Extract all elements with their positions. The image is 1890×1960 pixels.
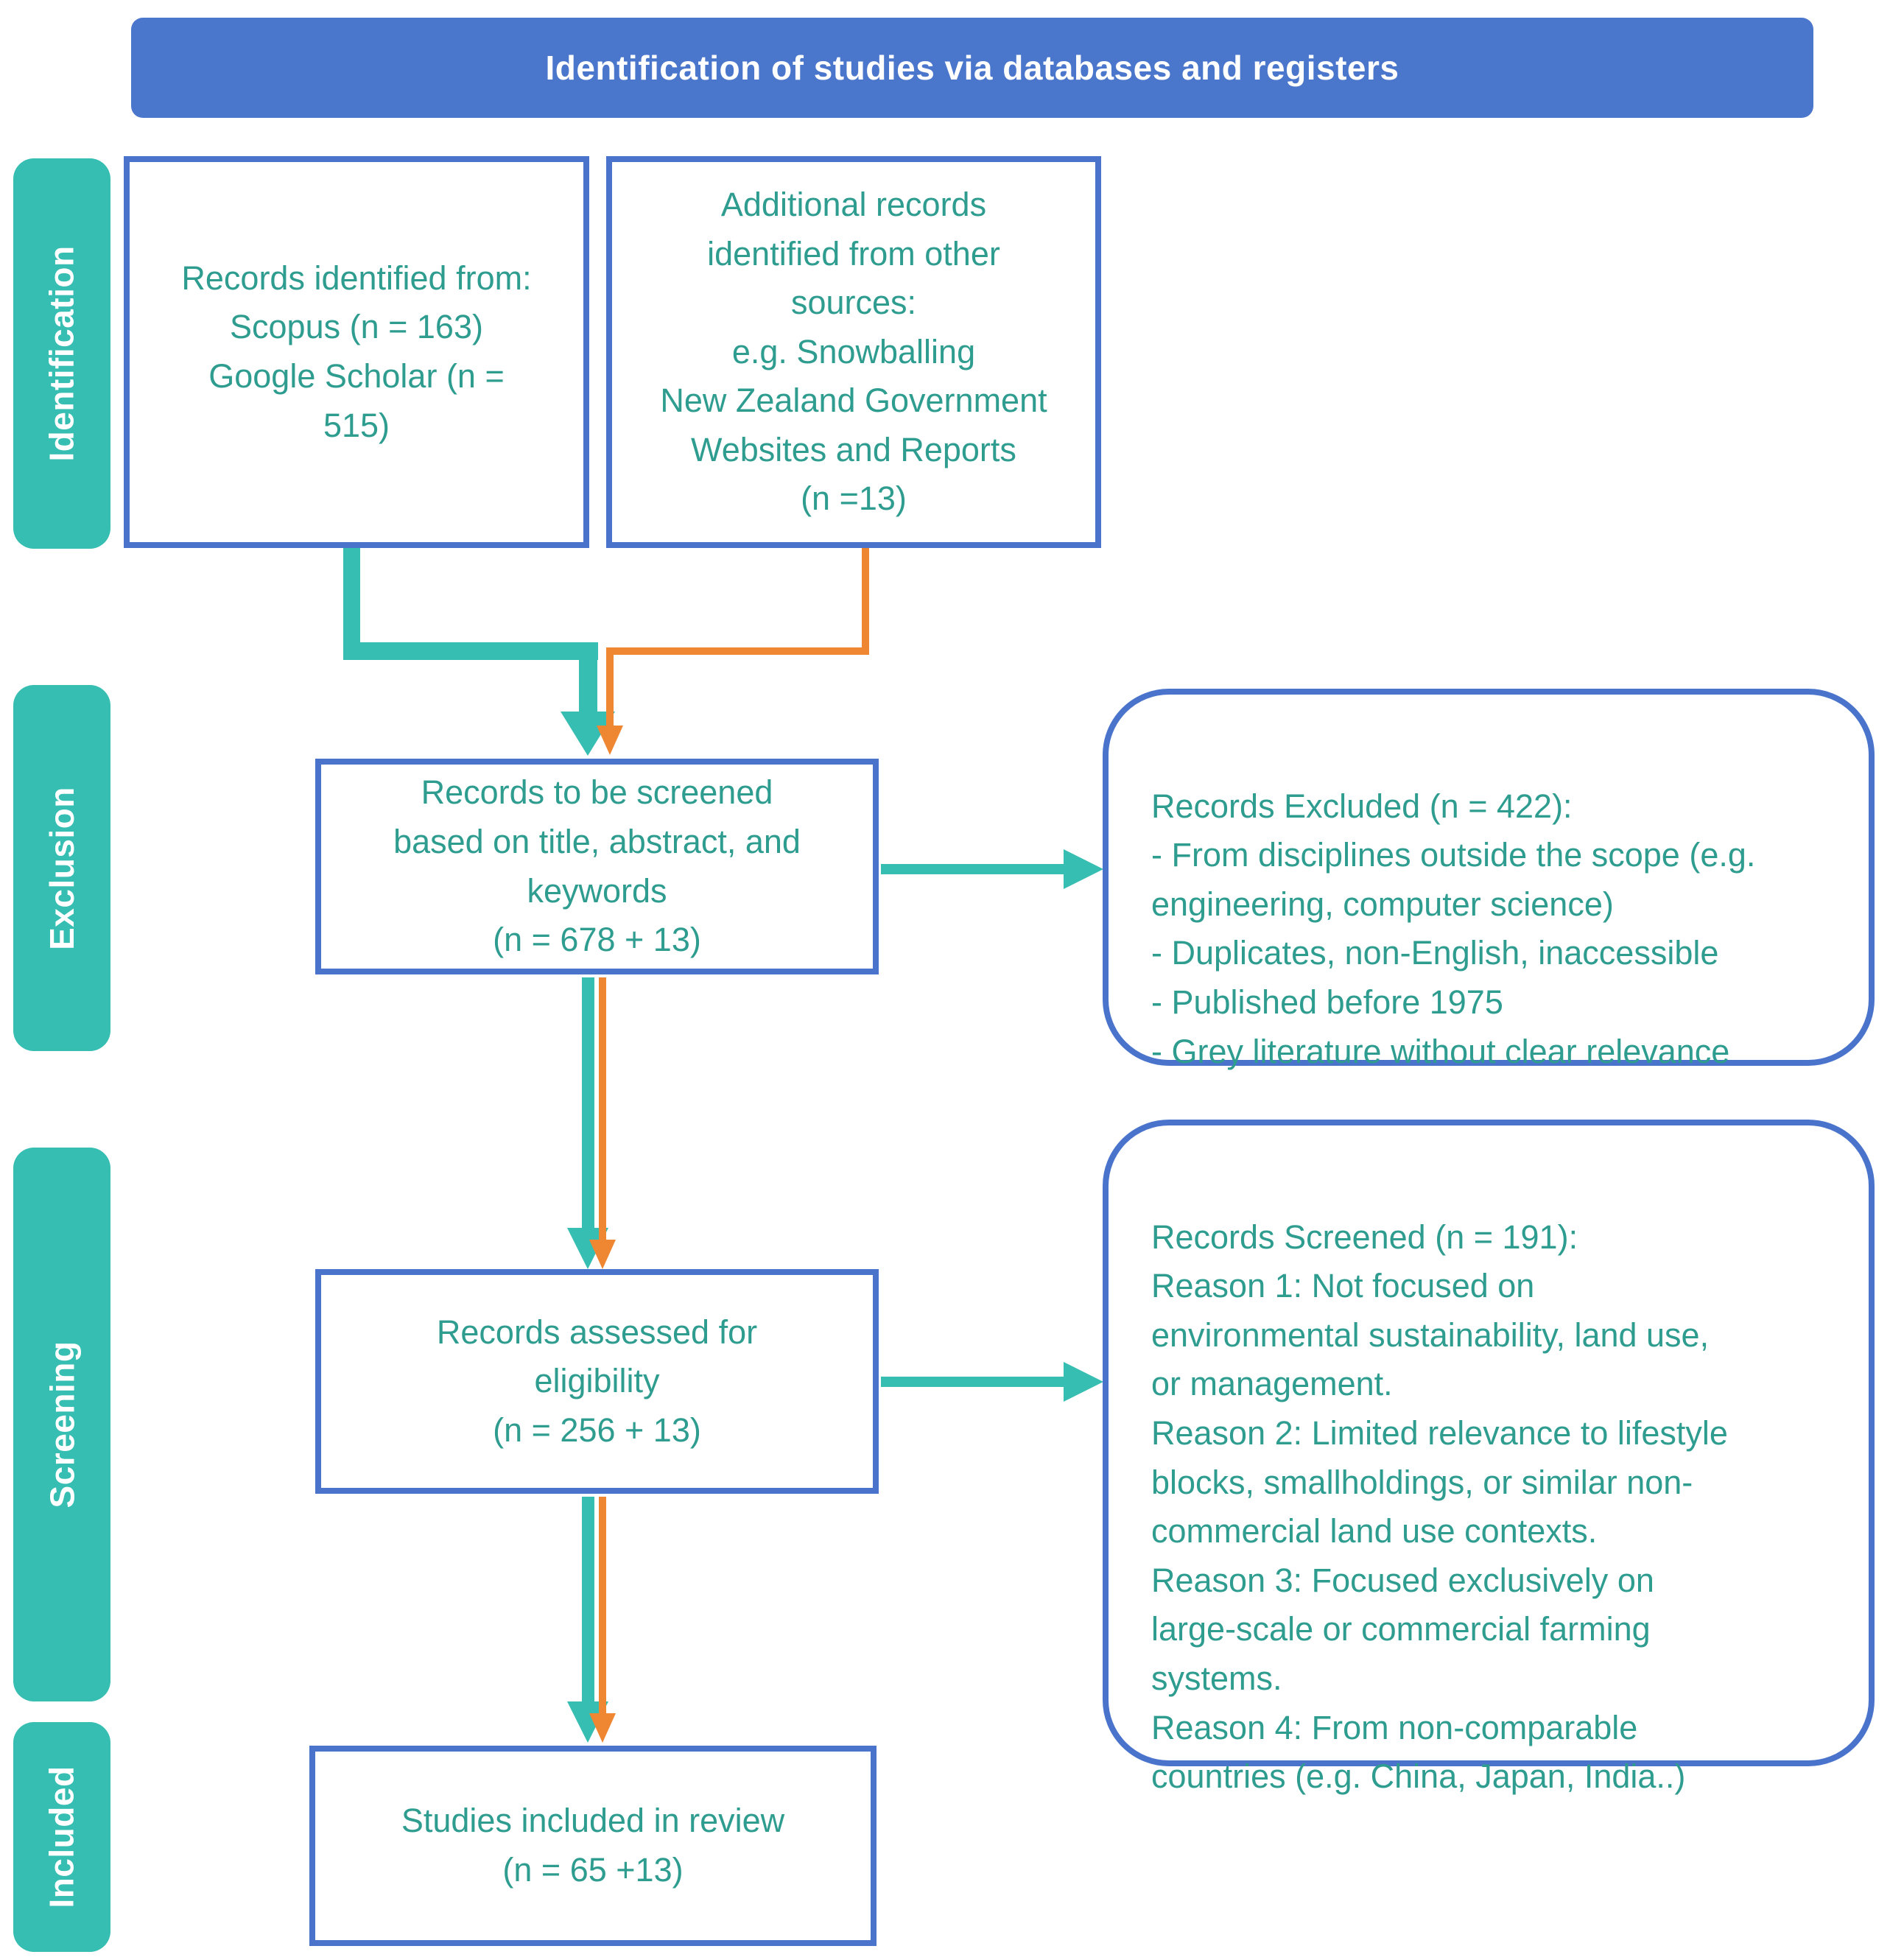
orange-arrow-additional-descender-segment — [606, 647, 614, 727]
stage-label-identification-text: Identification — [43, 245, 82, 462]
stage-label-exclusion-text: Exclusion — [43, 786, 82, 950]
records-identified-box: Records identified from: Scopus (n = 163… — [124, 156, 589, 548]
teal-arrow-identified-descender-segment — [579, 656, 597, 714]
orange-arrow-additional-vertical-segment — [862, 548, 869, 655]
teal-arrow-right-icon — [1064, 849, 1103, 889]
records-screened-reasons-box: Records Screened (n = 191): Reason 1: No… — [1103, 1120, 1875, 1795]
orange-arrow-down-icon — [589, 1713, 616, 1743]
stage-label-included: Included — [13, 1722, 110, 1952]
studies-included-box: Studies included in review (n = 65 +13) — [309, 1746, 877, 1946]
orange-arrow-screened-to-assessed-stem — [599, 977, 606, 1240]
stage-label-identification: Identification — [13, 158, 110, 549]
header-banner: Identification of studies via databases … — [131, 18, 1813, 118]
stage-label-exclusion: Exclusion — [13, 685, 110, 1051]
header-title: Identification of studies via databases … — [545, 49, 1399, 87]
stage-label-included-text: Included — [43, 1766, 81, 1908]
records-to-be-screened-text: Records to be screened based on title, a… — [393, 773, 801, 959]
teal-arrow-assessed-to-included-stem — [582, 1497, 594, 1701]
teal-arrow-identified-horizontal-segment — [343, 642, 598, 660]
teal-arrow-right-icon — [1064, 1362, 1103, 1402]
records-assessed-text: Records assessed for eligibility (n = 25… — [436, 1313, 758, 1449]
teal-arrow-to-excluded-stem — [881, 864, 1065, 874]
records-identified-text: Records identified from: Scopus (n = 163… — [181, 259, 532, 444]
additional-records-text: Additional records identified from other… — [660, 185, 1047, 518]
orange-arrow-additional-horizontal-segment — [606, 647, 869, 655]
records-to-be-screened-box: Records to be screened based on title, a… — [315, 759, 879, 974]
teal-arrow-to-screened-reasons-stem — [881, 1377, 1065, 1387]
records-screened-reasons-text: Records Screened (n = 191): Reason 1: No… — [1151, 1218, 1728, 1796]
records-assessed-box: Records assessed for eligibility (n = 25… — [315, 1269, 879, 1494]
records-excluded-box: Records Excluded (n = 422): - From disci… — [1103, 689, 1875, 1070]
orange-arrow-down-icon — [597, 726, 623, 755]
orange-arrow-down-icon — [589, 1240, 616, 1269]
teal-arrow-screened-to-assessed-stem — [582, 977, 594, 1228]
additional-records-box: Additional records identified from other… — [606, 156, 1101, 548]
records-excluded-text: Records Excluded (n = 422): - From disci… — [1151, 787, 1756, 1070]
teal-arrow-identified-vertical-segment — [343, 548, 360, 660]
studies-included-text: Studies included in review (n = 65 +13) — [401, 1802, 785, 1889]
stage-label-screening: Screening — [13, 1148, 110, 1701]
stage-label-screening-text: Screening — [43, 1341, 82, 1508]
orange-arrow-assessed-to-included-stem — [599, 1497, 606, 1713]
